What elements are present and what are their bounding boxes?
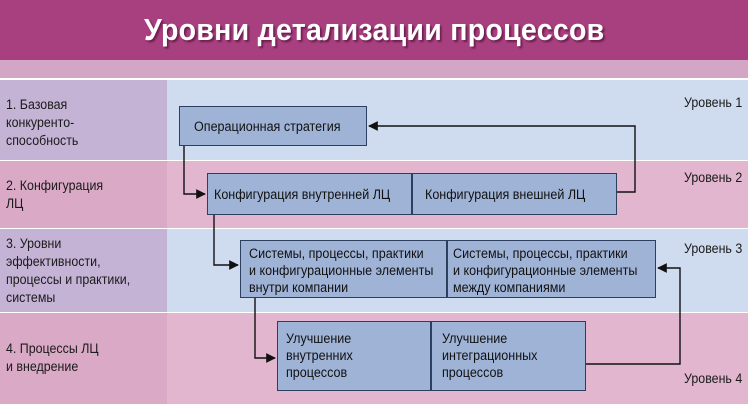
title-strip: [0, 60, 748, 78]
box-operational-strategy: Операционная стратегия: [179, 106, 367, 146]
row-label-cell-1: 1. Базовая конкуренто- способность: [0, 80, 167, 160]
box-improve-integration-label: Улучшение интеграционных процессов: [442, 331, 538, 380]
row-label-4: 4. Процессы ЛЦ и внедрение: [6, 341, 99, 374]
box-divider: [411, 174, 413, 214]
page-title: Уровни детализации процессов: [143, 12, 605, 47]
row-label-1: 1. Базовая конкуренто- способность: [6, 97, 79, 148]
box-systems: Системы, процессы, практики и конфигурац…: [240, 240, 656, 298]
box-divider: [446, 241, 448, 297]
box-systems-between-label: Системы, процессы, практики и конфигурац…: [453, 246, 638, 295]
level-label-1: Уровень 1: [683, 95, 742, 110]
box-operational-strategy-label: Операционная стратегия: [194, 119, 341, 134]
box-improvement: Улучшение внутренних процессов Улучшение…: [277, 321, 586, 391]
band-level-1: 1. Базовая конкуренто- способность Урове…: [0, 80, 748, 160]
row-label-cell-3: 3. Уровни эффективности, процессы и прак…: [0, 229, 167, 312]
row-label-2: 2. Конфигурация ЛЦ: [6, 178, 104, 211]
box-improve-internal-label: Улучшение внутренних процессов: [286, 331, 353, 380]
row-label-cell-4: 4. Процессы ЛЦ и внедрение: [0, 313, 167, 404]
row-label-3: 3. Уровни эффективности, процессы и прак…: [6, 236, 131, 305]
level-label-3: Уровень 3: [683, 241, 742, 256]
box-external-config-label: Конфигурация внешней ЛЦ: [425, 187, 586, 202]
box-supply-chain-config: Конфигурация внутренней ЛЦ Конфигурация …: [207, 173, 617, 215]
row-label-cell-2: 2. Конфигурация ЛЦ: [0, 161, 167, 228]
level-label-2: Уровень 2: [683, 170, 742, 185]
level-label-4: Уровень 4: [683, 371, 742, 386]
box-internal-config-label: Конфигурация внутренней ЛЦ: [214, 187, 391, 202]
box-systems-internal-label: Системы, процессы, практики и конфигурац…: [249, 246, 434, 295]
title-bar: Уровни детализации процессов: [0, 0, 748, 60]
box-divider: [430, 322, 432, 390]
